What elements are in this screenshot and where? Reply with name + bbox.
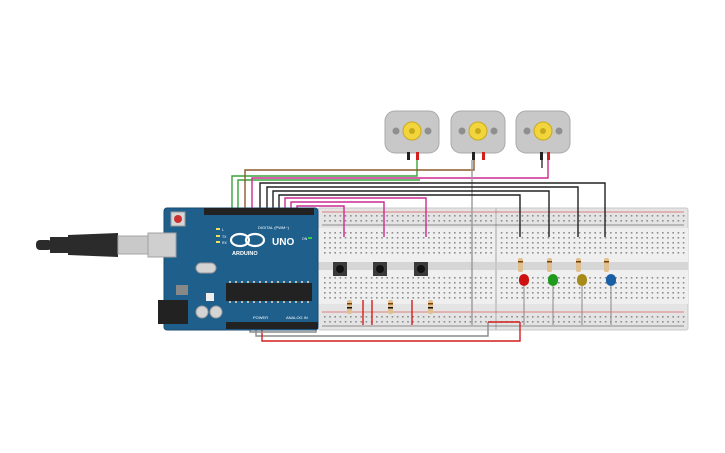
wire-magenta-2: [290, 201, 385, 237]
push-button-2: [373, 262, 387, 276]
wire-magenta-motor: [251, 160, 549, 212]
power-pins-label: POWER: [253, 315, 268, 320]
button-resistors: [347, 300, 433, 325]
on-label: ON: [302, 237, 308, 241]
push-button-3: [414, 262, 428, 276]
arduino-model-label: UNO: [272, 237, 294, 248]
wire-brown: [244, 160, 475, 212]
wire-black-2: [266, 186, 579, 237]
led-blue: [606, 274, 616, 286]
tx-label: TX: [222, 235, 227, 239]
wire-group: [231, 160, 606, 342]
arduino-logo: [229, 232, 266, 248]
motor-2: [450, 110, 506, 160]
l-label: L: [222, 228, 224, 232]
wire-black-4: [278, 194, 521, 237]
wire-black-1: [259, 182, 606, 237]
analog-pins-label: ANALOG IN: [286, 315, 308, 320]
wire-green-2: [237, 179, 420, 212]
motor-3: [515, 110, 571, 160]
arduino-board: UNO ARDUINO DIGITAL (PWM~) POWER ANALOG …: [147, 207, 319, 331]
wire-green: [231, 160, 418, 212]
rx-label: RX: [222, 241, 228, 245]
led-green: [548, 274, 558, 286]
led-cathode-wires: [523, 286, 612, 325]
push-button-1: [333, 262, 347, 276]
digital-pins-label: DIGITAL (PWM~): [258, 225, 290, 230]
usb-cable: [36, 232, 167, 258]
led-red: [519, 274, 529, 286]
arduino-brand-label: ARDUINO: [232, 251, 258, 257]
led-resistors: [518, 258, 609, 272]
led-yellow: [577, 274, 587, 286]
motor-1: [384, 110, 440, 160]
breadboard: [317, 207, 689, 331]
wire-black-3: [272, 190, 550, 237]
wire-magenta-1: [284, 197, 427, 237]
